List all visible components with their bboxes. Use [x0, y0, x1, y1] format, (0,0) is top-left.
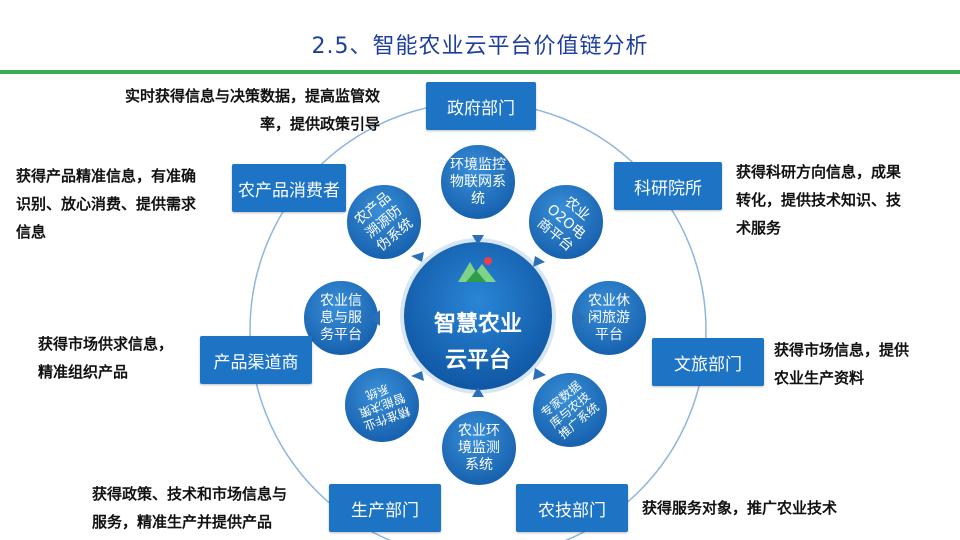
platform-circle-decision — [343, 366, 421, 444]
platform-circle-env-iot — [439, 143, 517, 221]
box-production[interactable]: 生产部门 — [329, 484, 441, 532]
title-divider — [0, 70, 960, 74]
box-research[interactable]: 科研院所 — [614, 162, 722, 210]
note-line: 识别、放心消费、提供需求 — [16, 195, 197, 213]
box-tourism[interactable]: 文旅部门 — [652, 338, 764, 386]
note-channel: 获得市场供求信息， 精准组织产品 — [38, 330, 198, 386]
platform-label: 精准作业智能决策系统 — [357, 381, 412, 433]
platform-label: 专家数据库与农技推广系统 — [538, 378, 602, 442]
page-title: 2.5、智能农业云平台价值链分析 — [311, 34, 649, 59]
note-line: 获得市场信息，提供 — [774, 341, 910, 359]
note-line: 获得市场供求信息， — [38, 335, 174, 353]
platform-env-monitor[interactable]: 农业环境监测系统 — [446, 416, 512, 480]
platform-label: 农业休闲旅游平台 — [588, 292, 630, 343]
platform-env-iot[interactable]: 环境监控物联网系统 — [445, 150, 511, 214]
note-tourism: 获得市场信息，提供 农业生产资料 — [774, 336, 944, 392]
note-line: 转化，提供技术知识、技 — [736, 191, 902, 209]
center-title-line2: 云平台 — [444, 348, 511, 373]
mountain-leaf-logo-icon — [458, 257, 496, 282]
platform-info-service[interactable]: 农业信息与服务平台 — [308, 286, 374, 350]
platform-circle-traceability — [345, 183, 423, 261]
box-government[interactable]: 政府部门 — [426, 82, 536, 130]
note-line: 精准组织产品 — [38, 363, 129, 381]
note-consumer: 获得产品精准信息，有准确 识别、放心消费、提供需求 信息 — [16, 162, 220, 246]
note-agri-tech: 获得服务对象，推广农业技术 — [642, 494, 942, 522]
note-line: 获得科研方向信息，成果 — [736, 163, 902, 181]
note-production: 获得政策、技术和市场信息与 服务，精准生产并提供产品 — [92, 480, 332, 536]
platform-tourism[interactable]: 农业休闲旅游平台 — [576, 286, 642, 350]
note-line: 服务，精准生产并提供产品 — [92, 513, 273, 531]
note-government: 实时获得信息与决策数据，提高监管效 率，提供政策引导 — [84, 82, 380, 138]
note-line: 农业生产资料 — [774, 369, 865, 387]
box-agri-tech[interactable]: 农技部门 — [516, 484, 628, 532]
note-line: 获得政策、技术和市场信息与 — [92, 485, 288, 503]
platform-circle-expert — [531, 371, 609, 449]
platform-label: 环境监控物联网系统 — [450, 156, 506, 207]
platform-label: 农业环境监测系统 — [458, 422, 500, 473]
note-line: 获得服务对象，推广农业技术 — [642, 499, 838, 517]
arrow-icons — [370, 235, 586, 397]
note-line: 率，提供政策引导 — [259, 115, 380, 133]
note-line: 信息 — [16, 223, 47, 241]
center-title-line1: 智慧农业 — [433, 312, 522, 337]
note-research: 获得科研方向信息，成果 转化，提供技术知识、技 术服务 — [736, 158, 946, 242]
box-consumer[interactable]: 农产品消费者 — [232, 164, 346, 212]
platform-circle-env-monitor — [440, 409, 518, 487]
note-line: 实时获得信息与决策数据，提高监管效 — [124, 87, 380, 105]
platform-circle-tourism — [570, 279, 648, 357]
platform-circle-o2o — [527, 183, 605, 261]
note-line: 术服务 — [736, 219, 782, 237]
box-channel[interactable]: 产品渠道商 — [200, 336, 312, 384]
note-line: 获得产品精准信息，有准确 — [16, 167, 197, 185]
platform-label: 农业信息与服务平台 — [320, 292, 362, 343]
